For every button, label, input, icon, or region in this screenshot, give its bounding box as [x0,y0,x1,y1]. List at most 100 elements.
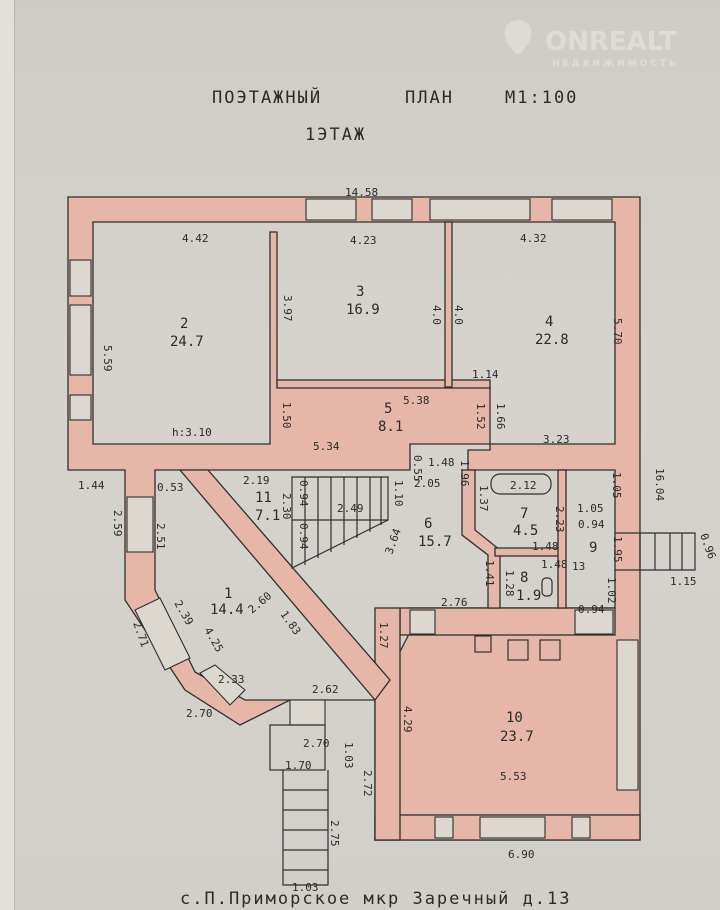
dimension-label: 2.23 [553,506,566,533]
plan-mark [269,724,326,771]
dimension-label: 15.7 [418,534,452,550]
window [371,198,413,221]
address: с.П.Приморское мкр Заречный д.13 [180,889,572,909]
window [571,816,591,839]
dimension-label: 2.51 [154,523,167,550]
kitchen-fixtures-icon [474,635,561,661]
dimension-label: 1.03 [342,742,355,769]
dimension-label: 5.34 [313,440,340,453]
window [616,639,639,791]
window [289,699,326,726]
room-3: 316.9 [346,284,380,318]
floor-label: 1ЭТАЖ [305,125,366,145]
wall-room10-left [374,607,401,841]
dimension-label: 0.53 [157,481,184,494]
dimension-label: 2.49 [337,502,364,515]
window [479,816,546,839]
watermark-logo-icon [504,20,532,55]
dimension-label: 2 [180,316,188,332]
dimension-label: 4.32 [520,232,547,245]
dimension-label: 1.95 [611,536,624,563]
dimension-label: 1.9 [516,588,541,604]
window [199,664,246,706]
exterior-steps [269,532,696,886]
dimension-label: 24.7 [170,334,204,350]
dimension-label: 0.55 [411,455,424,482]
plan-mark [615,532,696,571]
dimension-label: 16.9 [346,302,380,318]
window [69,394,92,421]
dimension-label: 1.96 [458,460,471,487]
dimension-label: 1 [224,586,232,602]
dimension-label: 1.03 [292,881,319,894]
dimension-label: 0.96 [697,532,718,561]
dimension-label: 10 [506,710,523,726]
window [134,597,191,671]
dimension-label: 16.04 [653,468,666,501]
dimension-label: 2.19 [243,474,270,487]
window [126,496,154,553]
window [429,198,531,221]
dimension-label: 5 [384,401,392,417]
interior-stair [291,476,389,569]
diagonal-wall [178,469,391,702]
watermark: ONREALT НЕДВИЖИМОСТЬ [504,20,679,69]
room-9: 913 [572,540,597,573]
dimension-label: 3 [356,284,364,300]
window [434,816,454,839]
dimension-label: 23.7 [500,729,534,745]
dimension-label: 1.02 [605,577,618,604]
dimension-label: 4.23 [350,234,377,247]
plan-mark [539,639,561,661]
plan-mark [282,770,329,886]
dimension-label: 1.44 [78,479,105,492]
watermark-sub: НЕДВИЖИМОСТЬ [552,59,679,69]
dimension-label: 5.70 [611,318,624,345]
title-part-3: М1:100 [505,88,578,108]
dimension-label: 1.37 [477,485,490,512]
dimension-label: 3.23 [543,433,570,446]
dimension-label: 13 [572,560,585,573]
window [551,198,613,221]
dimension-label: 1.27 [377,622,390,649]
dimension-label: 2.76 [441,596,468,609]
dimension-label: 6.90 [508,848,535,861]
watermark-brand: ONREALT [545,27,677,57]
room-11: 117.1 [255,490,280,524]
dimension-label: 2.75 [328,820,341,847]
plan-mark [292,477,388,565]
room-1: 114.4 [210,586,244,618]
wall-room3-room5 [276,379,491,389]
dimension-label: 4.0 [430,305,443,325]
plan-mark [474,635,492,653]
dimension-label: 1.41 [483,560,496,587]
room-10: 10 23.7 [500,710,534,745]
dimension-label: 4.0 [452,305,465,325]
dimension-label: 0.94 [578,518,605,531]
wall-room3-room4 [444,221,453,388]
dimension-label: 3.64 [383,526,404,556]
title-part-2: ПЛАН [405,88,454,108]
dimension-label: 2.70 [303,737,330,750]
dimension-label: 1.83 [278,608,304,637]
dimension-label: 5.38 [403,394,430,407]
wall-room7-room9 [557,469,567,609]
dimension-label: 2.59 [111,510,124,537]
dimension-label: 3.97 [281,295,294,322]
dimension-label: 2.39 [171,598,196,627]
dimension-label: 2.72 [361,770,374,797]
room-6: 615.7 [418,516,452,550]
window [409,609,436,635]
room-5: 58.1 [378,401,403,435]
dimension-label: 22.8 [535,332,569,348]
dimension-label: 0.94 [297,523,310,550]
dimension-label: 1.70 [285,759,312,772]
toilet-icon [541,577,553,597]
dimension-label: 4.42 [182,232,209,245]
dimension-label: 2.62 [312,683,339,696]
dimension-label: 5.53 [500,770,527,783]
window [69,304,92,376]
dimension-label: 11 [255,490,272,506]
window [305,198,357,221]
